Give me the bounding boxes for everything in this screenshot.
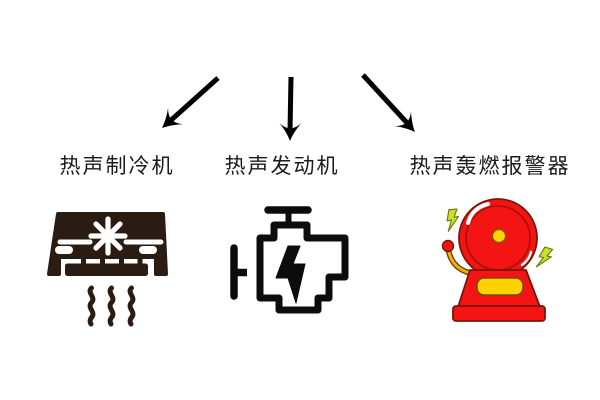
label-thermoacoustic-refrigerator: 热声制冷机 xyxy=(59,154,175,178)
bell-base-panel xyxy=(476,277,524,296)
bolt-icon xyxy=(275,245,306,304)
arrow-down-left-icon xyxy=(162,76,220,128)
engine-icon xyxy=(230,206,349,314)
snowflake-icon xyxy=(88,216,128,256)
air-conditioner-icon xyxy=(47,212,168,327)
highlight xyxy=(466,202,490,225)
spark-right-icon xyxy=(535,246,554,268)
striker-ball xyxy=(441,239,455,253)
bell-base-slab xyxy=(452,305,546,322)
alarm-bell-icon xyxy=(441,198,554,322)
spark-left-icon xyxy=(446,208,460,232)
airflow-waves-icon xyxy=(87,285,136,327)
label-thermoacoustic-engine: 热声发动机 xyxy=(224,154,340,178)
arrow-down-right-icon xyxy=(361,73,415,132)
bell-button xyxy=(491,228,507,244)
arrow-down-icon xyxy=(279,76,302,141)
label-thermoacoustic-flashover-alarm: 热声轰燃报警器 xyxy=(409,154,571,178)
